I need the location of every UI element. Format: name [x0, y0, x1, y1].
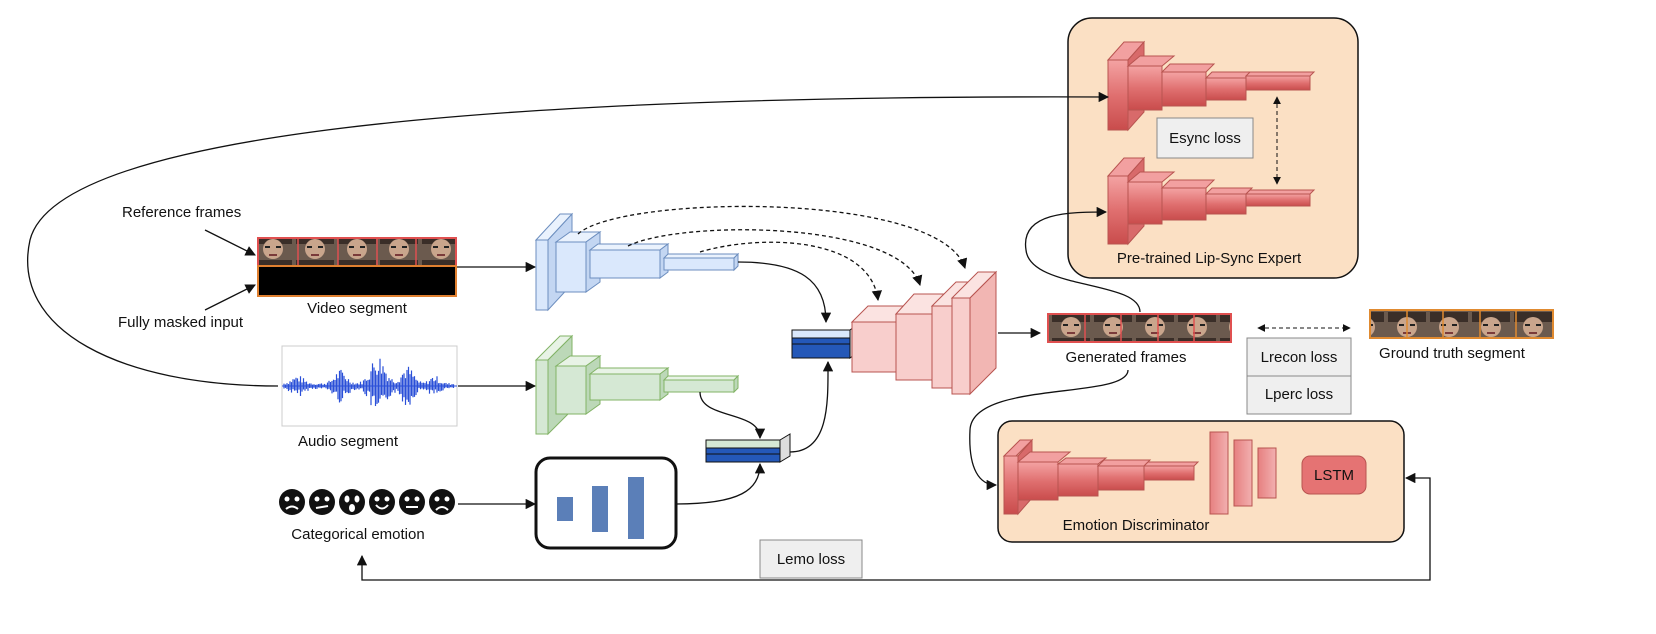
lipsync-expert-panel: Esync loss Pre-trained Lip-Sync Expert	[1067, 17, 1359, 279]
lipsync-expert-network-bottom	[1106, 156, 1316, 246]
lemo-loss-label: Lemo loss	[777, 551, 845, 568]
embedding-to-fused-arrow	[789, 360, 834, 453]
audio-waveform	[281, 345, 458, 427]
esync-loss-box	[1156, 117, 1254, 159]
lstm-label: LSTM	[1314, 467, 1354, 484]
emotion-angry-icon	[279, 489, 305, 515]
skip-connection-1	[577, 205, 968, 269]
audio-segment-label: Audio segment	[298, 433, 399, 450]
categorical-emotion-label: Categorical emotion	[291, 526, 424, 543]
face-decoder	[850, 270, 998, 396]
ground-truth-strip	[1369, 309, 1554, 339]
emotion-encoder	[534, 456, 678, 550]
emotion-sad-icon	[429, 489, 455, 515]
emotion-happy-icon	[369, 489, 395, 515]
reference-frames-strip	[257, 237, 457, 267]
generated-frames-strip	[1047, 313, 1232, 343]
reference-frames-pointer	[204, 229, 256, 256]
lrecon-loss-box	[1246, 337, 1352, 377]
generated-to-expert-arrow	[1024, 206, 1141, 313]
video-segment-label: Video segment	[307, 300, 408, 317]
disc-dense-1	[1209, 431, 1229, 515]
generated-frames-label: Generated frames	[1066, 349, 1187, 366]
reference-frames-label: Reference frames	[122, 204, 241, 221]
fused-embedding	[791, 323, 859, 359]
fully-masked-input-label: Fully masked input	[118, 314, 244, 331]
audio-encoder	[534, 334, 740, 436]
disc-dense-2	[1233, 439, 1253, 507]
lemo-feedback-arrow	[356, 472, 1431, 581]
ground-truth-label: Ground truth segment	[1379, 345, 1526, 362]
disc-dense-3	[1257, 447, 1277, 499]
emotion-discriminator-title: Emotion Discriminator	[1063, 517, 1210, 534]
video-encoder-to-fused-arrow	[737, 261, 832, 324]
masked-input-block	[257, 265, 457, 297]
emotion-fear-icon	[339, 489, 365, 515]
audio-to-expert-arrow	[27, 91, 1110, 387]
lrecon-loss-label: Lrecon loss	[1261, 349, 1338, 366]
masked-input-pointer	[204, 284, 256, 311]
audio-encoder-to-embedding-arrow	[699, 391, 766, 440]
lipsync-expert-network-top	[1106, 40, 1316, 132]
emotion-icons	[279, 489, 455, 515]
video-encoder	[534, 212, 740, 312]
skip-connection-2	[627, 229, 923, 286]
emotion-disgust-icon	[309, 489, 335, 515]
lipsync-expert-title: Pre-trained Lip-Sync Expert	[1117, 250, 1302, 267]
emotion-neutral-icon	[399, 489, 425, 515]
lemo-loss-box	[759, 539, 863, 579]
skip-connection-3	[699, 241, 882, 302]
emotion-discriminator-panel: LSTM Emotion Discriminator	[997, 420, 1405, 543]
emotion-encoder-to-embedding-arrow	[675, 462, 766, 505]
lperc-loss-box	[1246, 375, 1352, 415]
lperc-loss-label: Lperc loss	[1265, 386, 1333, 403]
esync-loss-label: Esync loss	[1169, 130, 1241, 147]
audio-emotion-embedding	[705, 433, 791, 463]
